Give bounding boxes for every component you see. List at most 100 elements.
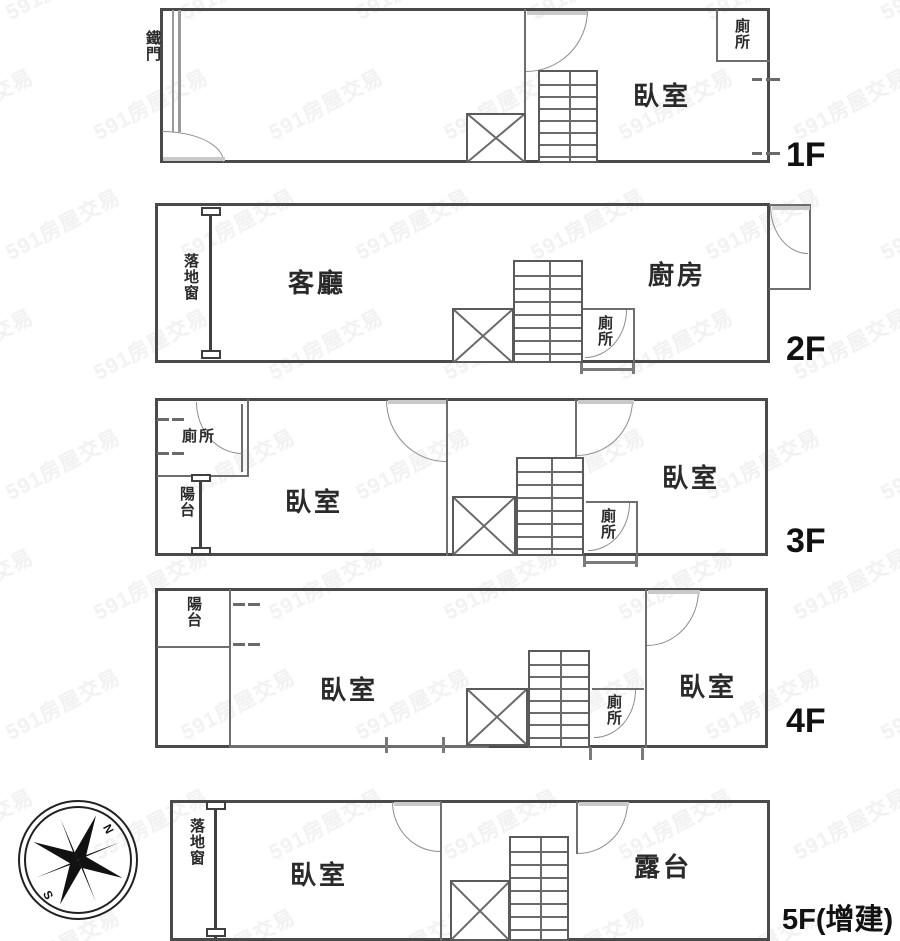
- rear-bump-bottom-2f: [769, 288, 811, 290]
- stair-void-5f: [450, 880, 510, 941]
- toilet-wall-4f-h: [592, 688, 644, 690]
- label-bedroom-3f-front: 臥室: [285, 487, 344, 517]
- toilet-wall-2f-v: [633, 308, 635, 363]
- label-bedroom-3f-rear: 臥室: [662, 463, 721, 493]
- label-terrace-5f: 露台: [634, 852, 693, 882]
- floor-label-4f: 4F: [786, 702, 826, 740]
- floor-label-2f: 2F: [786, 330, 826, 368]
- staircase-3f: [516, 457, 584, 556]
- toilet-wall-1f-v: [716, 9, 718, 62]
- french-window-cap-bottom-5f: [206, 928, 226, 937]
- bedroom-door-leaf-3f-rear: [578, 400, 634, 404]
- label-toilet-2f: 廁所: [596, 315, 613, 347]
- window-mark-1f-c: [752, 78, 762, 81]
- toilet-stub-4f-a: [589, 747, 592, 760]
- toilet-wall-2f-h: [583, 308, 635, 310]
- label-toilet-4f: 廁所: [605, 694, 622, 726]
- window-mark-1f-d: [752, 152, 762, 155]
- stair-void-2f: [452, 308, 514, 363]
- partition-1f: [524, 9, 526, 163]
- entrance-door-leaf: [163, 157, 225, 161]
- bedroom-door-leaf-3f-front: [388, 400, 446, 404]
- window-mark-3f-b: [172, 418, 184, 421]
- rear-bump-top-2f: [769, 204, 811, 206]
- partition-5f-rear: [576, 801, 578, 854]
- toilet-wall-3f-v: [247, 399, 249, 477]
- french-window-rail-2f: [209, 212, 212, 356]
- label-bedroom-1f: 臥室: [633, 81, 692, 111]
- french-window-cap-bottom-2f: [201, 350, 221, 359]
- balcony-rail-3f: [199, 479, 202, 553]
- window-mark-1f-b: [766, 152, 780, 155]
- partition-3f-rear: [575, 399, 577, 457]
- compass-outer-ring: [18, 800, 138, 920]
- toilet-inner-3f: [241, 404, 243, 472]
- iron-gate-line-a: [172, 10, 174, 132]
- toilet-stub-3f-b: [583, 561, 638, 564]
- label-french-window-2f: 落地窗: [182, 253, 199, 301]
- label-toilet-3f-front: 廁所: [182, 428, 217, 445]
- toilet-stub-3f-c: [635, 556, 638, 567]
- staircase-5f: [509, 836, 569, 941]
- label-toilet-1f: 廁所: [733, 18, 750, 50]
- bedroom-door-leaf-5f: [394, 802, 440, 806]
- staircase-1f: [538, 70, 598, 163]
- label-bedroom-4f-front: 臥室: [320, 675, 379, 705]
- french-window-cap-top-2f: [201, 207, 221, 216]
- toilet-wall-3f-rear-h: [586, 501, 638, 503]
- stair-hall-door-leaf: [527, 11, 587, 15]
- toilet-stub-2f-b: [580, 368, 635, 371]
- window-mark-3f-d: [172, 452, 184, 455]
- compass-inner-ring: [24, 806, 132, 914]
- window-mark-1f-a: [766, 78, 780, 81]
- rear-door-leaf-2f: [772, 206, 810, 210]
- stair-void-1f: [466, 113, 526, 163]
- label-balcony-4f: 陽台: [185, 596, 202, 628]
- balcony-wall-4f-v: [229, 589, 231, 648]
- label-kitchen-2f: 廚房: [648, 260, 707, 290]
- balcony-wall-4f-h: [157, 646, 231, 648]
- label-bedroom-5f: 臥室: [290, 860, 349, 890]
- label-toilet-3f-rear: 廁所: [599, 508, 616, 540]
- toilet-stub-4f-b: [641, 747, 644, 760]
- rear-door-swing-2f: [770, 206, 808, 254]
- balcony-cap-bottom-3f: [191, 547, 211, 555]
- stair-void-4f: [466, 688, 528, 746]
- floor-label-3f: 3F: [786, 522, 826, 560]
- stair-void-3f: [452, 496, 516, 556]
- bedroom-door-leaf-4f-rear: [648, 590, 700, 594]
- staircase-4f: [528, 650, 590, 748]
- floor-stub-4f-b: [442, 737, 445, 753]
- floor-label-5f: 5F(增建): [782, 904, 894, 936]
- window-mark-3f-a: [157, 418, 169, 421]
- balcony-cap-top-3f: [191, 474, 211, 482]
- window-mark-4f-a: [233, 603, 245, 606]
- window-mark-4f-c: [233, 643, 245, 646]
- floor-1f-outline: [160, 8, 770, 163]
- compass-star: [33, 815, 123, 905]
- floor-label-1f: 1F: [786, 136, 826, 174]
- partition-5f: [440, 801, 442, 941]
- partition-4f-rear: [645, 589, 647, 748]
- partition-3f-mid: [446, 399, 448, 556]
- floor-stub-4f-a: [385, 737, 388, 753]
- compass-rose: N S: [18, 800, 138, 920]
- room-wall-4f-bottom: [229, 745, 489, 748]
- label-balcony-3f: 陽台: [178, 486, 195, 518]
- staircase-2f: [513, 260, 583, 363]
- window-mark-3f-c: [157, 452, 169, 455]
- label-living-room-2f: 客廳: [288, 268, 347, 298]
- french-window-cap-top-5f: [206, 801, 226, 810]
- label-french-window-5f: 落地窗: [188, 818, 205, 866]
- window-mark-4f-b: [248, 603, 260, 606]
- toilet-wall-3f-rear-v: [636, 501, 638, 556]
- room-wall-4f-v: [229, 646, 231, 747]
- rear-bump-right-2f: [809, 204, 811, 290]
- toilet-stub-2f-c: [632, 363, 635, 374]
- toilet-wall-1f-h: [716, 60, 770, 62]
- french-window-rail-5f: [214, 806, 217, 938]
- label-bedroom-4f-rear: 臥室: [679, 672, 738, 702]
- window-mark-4f-d: [248, 643, 260, 646]
- terrace-door-leaf-5f: [579, 802, 629, 806]
